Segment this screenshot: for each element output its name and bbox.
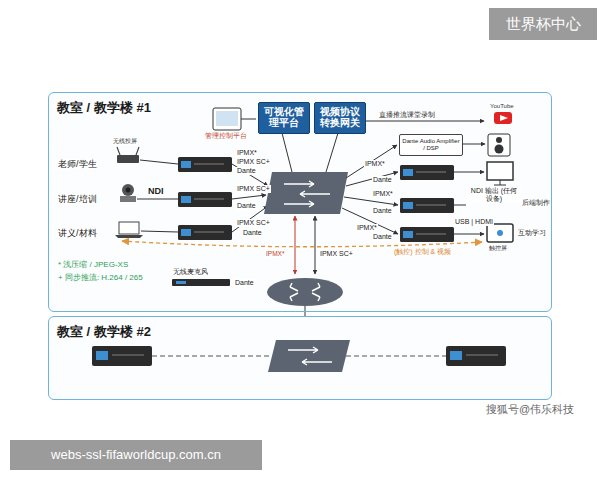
monitor — [487, 162, 513, 185]
port-label: USB | HDMI — [454, 218, 494, 226]
box-label: 可视化管理平台 — [259, 106, 309, 130]
camera — [120, 184, 136, 202]
wireless-mic — [172, 279, 230, 286]
protocol-label: Dante — [234, 279, 255, 287]
note: + 同步推流: H.264 / 265 — [58, 273, 143, 282]
output-label: 互动学习 — [517, 229, 547, 237]
protocol-label: Dante — [372, 207, 393, 215]
laptop — [115, 222, 143, 238]
box-label: 视频协议转换网关 — [315, 106, 365, 130]
protocol-label: Dante — [236, 167, 257, 175]
network-switch — [268, 340, 350, 372]
protocol-label: IPMX* — [372, 190, 394, 198]
protocol-label: IPMX SC+ — [236, 185, 271, 193]
note: * 浅压缩 / JPEG-XS — [58, 260, 128, 269]
box-label: Dante Audio Amplifier / DSP — [400, 137, 462, 152]
speaker — [488, 134, 510, 156]
protocol-label: Dante — [372, 176, 393, 184]
source-label: 讲座/培训 — [58, 194, 97, 204]
platform-box: 可视化管理平台 — [258, 102, 310, 134]
panel-heading: 教室 / 教学楼 #2 — [57, 323, 151, 341]
protocol-label: IPMX* — [364, 160, 386, 168]
flow-label: 直播推流课堂录制 — [378, 111, 436, 119]
flow-label: (触控) 控制 & 视频 — [392, 248, 453, 256]
protocol-label: Dante — [236, 202, 257, 210]
protocol-label: IPMX SC+ — [236, 158, 271, 166]
gateway-box: 视频协议转换网关 — [314, 102, 366, 134]
protocol-label: Dante — [242, 229, 263, 237]
device-label: 无线投屏 — [113, 138, 137, 145]
building-panel: 教室 / 教学楼 #2 — [48, 316, 552, 400]
wireless-router — [117, 147, 139, 163]
signal-label: NDI — [148, 186, 164, 196]
source-label: 老师/学生 — [58, 159, 97, 169]
watermark: 搜狐号@伟乐科技 — [486, 403, 574, 416]
dsp-box: Dante Audio Amplifier / DSP — [399, 134, 463, 156]
protocol-label: IPMX* — [236, 149, 258, 157]
device-label: 管理控制平台 — [205, 132, 247, 139]
source-label: 讲义/材料 — [58, 228, 97, 238]
watermark-banner: webs-ssl-fifaworldcup.com.cn — [10, 440, 262, 470]
output-label: NDI 输出 (任何设备) — [467, 187, 521, 203]
router — [267, 278, 343, 306]
protocol-label: Dante — [372, 233, 393, 241]
logo-text: YouTube — [490, 103, 514, 110]
control-tablet — [213, 108, 241, 130]
protocol-label: IPMX SC+ — [319, 250, 354, 258]
protocol-label: IPMX SC+ — [236, 219, 271, 227]
touch-screen — [487, 224, 513, 242]
watermark-banner: 世界杯中心 — [489, 8, 597, 40]
device-label: 触控屏 — [489, 245, 507, 252]
device-label: 无线麦克风 — [172, 268, 209, 276]
protocol-label: IPMX* — [266, 250, 284, 257]
panel-heading: 教室 / 教学楼 #1 — [57, 99, 151, 117]
network-switch — [264, 172, 348, 214]
protocol-label: IPMX* — [356, 224, 378, 232]
output-label: 后端制作 — [521, 199, 551, 207]
